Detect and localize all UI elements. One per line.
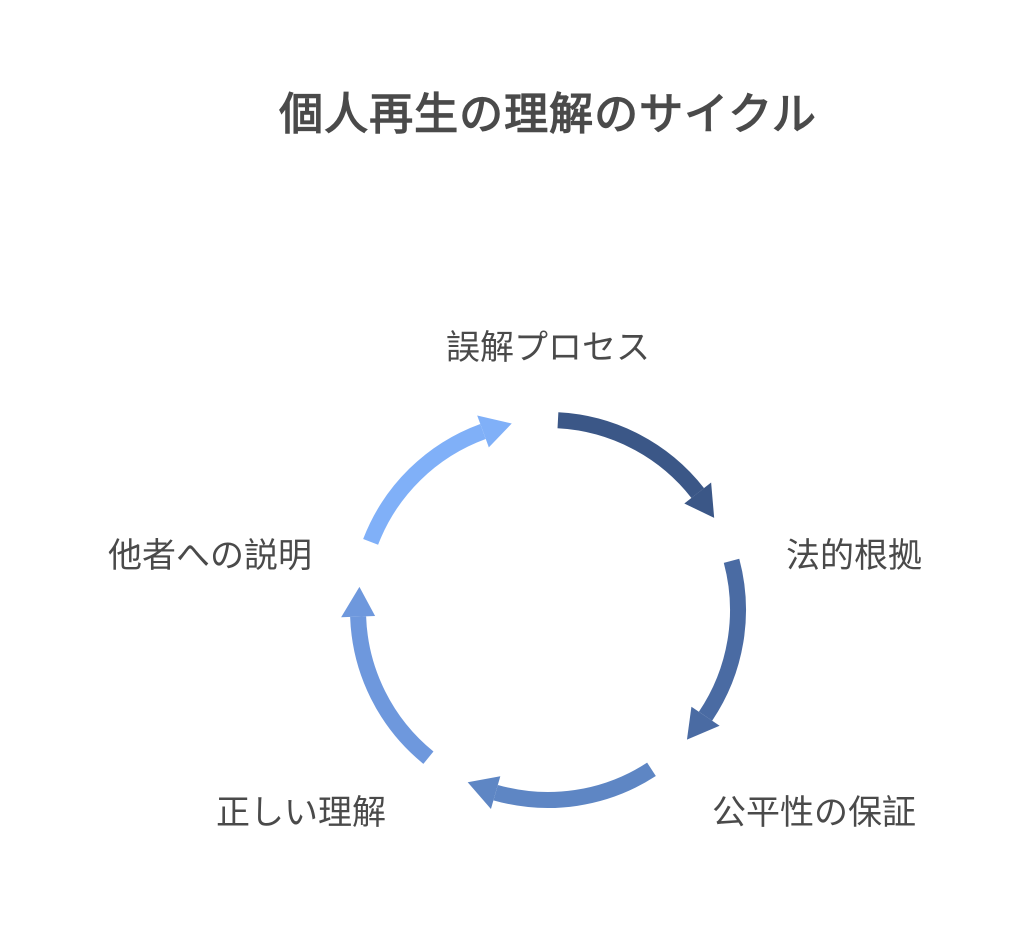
step-label-fairness: 公平性の保証 bbox=[712, 793, 916, 833]
arrow-correct-understanding bbox=[341, 586, 434, 764]
step-label-explain-to-others: 他者への説明 bbox=[108, 536, 312, 576]
diagram-title: 個人再生の理解のサイクル bbox=[279, 89, 817, 140]
arrow-shaft bbox=[557, 412, 705, 499]
arrowhead-icon bbox=[686, 706, 720, 740]
arrowhead-icon bbox=[477, 415, 512, 448]
step-label-correct-understanding: 正しい理解 bbox=[216, 793, 386, 833]
arrow-misunderstanding bbox=[557, 412, 715, 518]
arrow-fairness bbox=[467, 762, 656, 809]
arrow-shaft bbox=[363, 423, 486, 545]
arrow-legal-basis bbox=[686, 558, 746, 740]
arrow-shaft bbox=[350, 616, 434, 764]
arrowhead-icon bbox=[467, 776, 501, 809]
step-label-legal-basis: 法的根拠 bbox=[786, 536, 922, 576]
arrow-shaft bbox=[698, 558, 746, 721]
step-label-misunderstanding: 誤解プロセス bbox=[446, 328, 650, 368]
arrowhead-icon bbox=[684, 482, 715, 518]
arrow-shaft bbox=[493, 762, 656, 808]
arrowhead-icon bbox=[341, 586, 376, 618]
arrow-explain-to-others bbox=[363, 415, 512, 545]
